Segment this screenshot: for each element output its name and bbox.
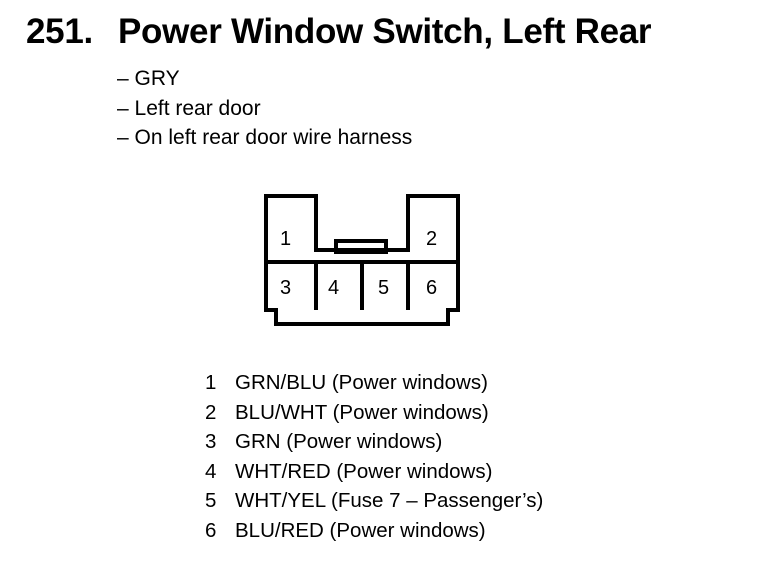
connector-color: – GRY (117, 67, 180, 90)
pin-row: 6 BLU/RED (Power windows) (205, 516, 543, 546)
pin-description: GRN/BLU (Power windows) (235, 371, 488, 394)
page-title: 251. Power Window Switch, Left Rear (26, 12, 652, 52)
pin-row: 2 BLU/WHT (Power windows) (205, 398, 543, 428)
pin-number: 3 (205, 430, 217, 454)
terminal-6-label: 6 (426, 277, 437, 299)
pin-description: GRN (Power windows) (235, 430, 443, 454)
component-number: 251. (26, 12, 93, 51)
terminal-4-label: 4 (328, 277, 339, 299)
pin-description: WHT/YEL (Fuse 7 – Passenger’s) (235, 489, 544, 513)
terminal-1-label: 1 (280, 228, 291, 250)
pin-row: 5 WHT/YEL (Fuse 7 – Passenger’s) (205, 486, 543, 516)
pin-number: 5 (205, 489, 217, 513)
terminal-3-label: 3 (280, 277, 291, 299)
terminal-2-label: 2 (426, 228, 437, 250)
pin-row: 3 GRN (Power windows) (205, 427, 543, 457)
connector-diagram: 1 2 3 4 5 6 (264, 194, 460, 326)
connector-location: – On left rear door wire harness (117, 126, 413, 149)
component-location: – Left rear door (117, 96, 261, 120)
pin-number: 6 (205, 518, 217, 542)
pin-number: 4 (205, 459, 217, 483)
pin-description: BLU/RED (Power windows) (235, 518, 486, 542)
pin-number: 1 (205, 371, 217, 394)
terminal-5-label: 5 (378, 277, 389, 299)
connector-lock-tab (334, 239, 388, 254)
component-details: – GRY – Left rear door – On left rear do… (117, 64, 412, 153)
pin-row: 1 GRN/BLU (Power windows) (205, 368, 543, 398)
pin-row: 4 WHT/RED (Power windows) (205, 457, 543, 487)
pin-list: 1 GRN/BLU (Power windows) 2 BLU/WHT (Power… (205, 368, 543, 546)
component-name: Power Window Switch, Left Rear (118, 12, 652, 51)
pin-description: WHT/RED (Power windows) (235, 459, 493, 483)
pin-number: 2 (205, 400, 217, 424)
pin-description: BLU/WHT (Power windows) (235, 400, 489, 424)
